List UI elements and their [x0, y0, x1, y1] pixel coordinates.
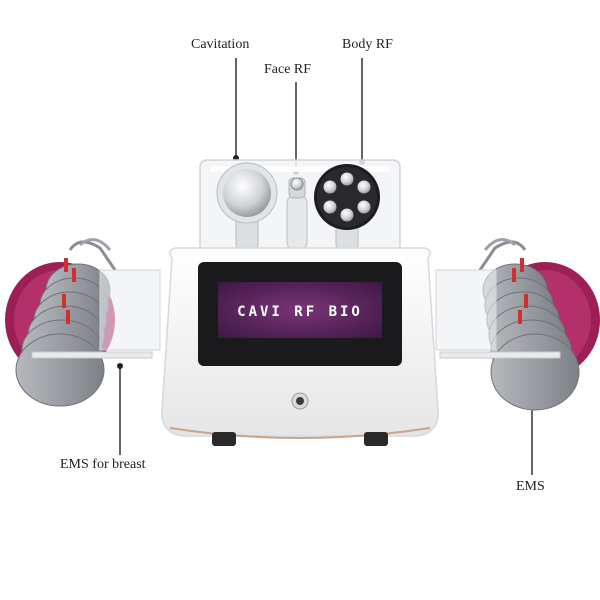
label-body-rf: Body RF	[342, 37, 393, 52]
screen-text: CAVI RF BIO	[237, 304, 363, 320]
face-rf-handpiece	[286, 177, 308, 251]
body-rf-handpiece	[314, 164, 380, 251]
label-ems-breast: EMS for breast	[60, 457, 146, 472]
ems-breast-cups	[5, 238, 161, 407]
label-cavitation: Cavitation	[191, 37, 250, 52]
ems-cups	[435, 238, 600, 411]
device-body	[161, 247, 439, 446]
label-face-rf: Face RF	[264, 62, 312, 77]
cavitation-handpiece	[216, 162, 278, 251]
display-screen	[218, 282, 382, 338]
label-ems: EMS	[516, 479, 545, 494]
